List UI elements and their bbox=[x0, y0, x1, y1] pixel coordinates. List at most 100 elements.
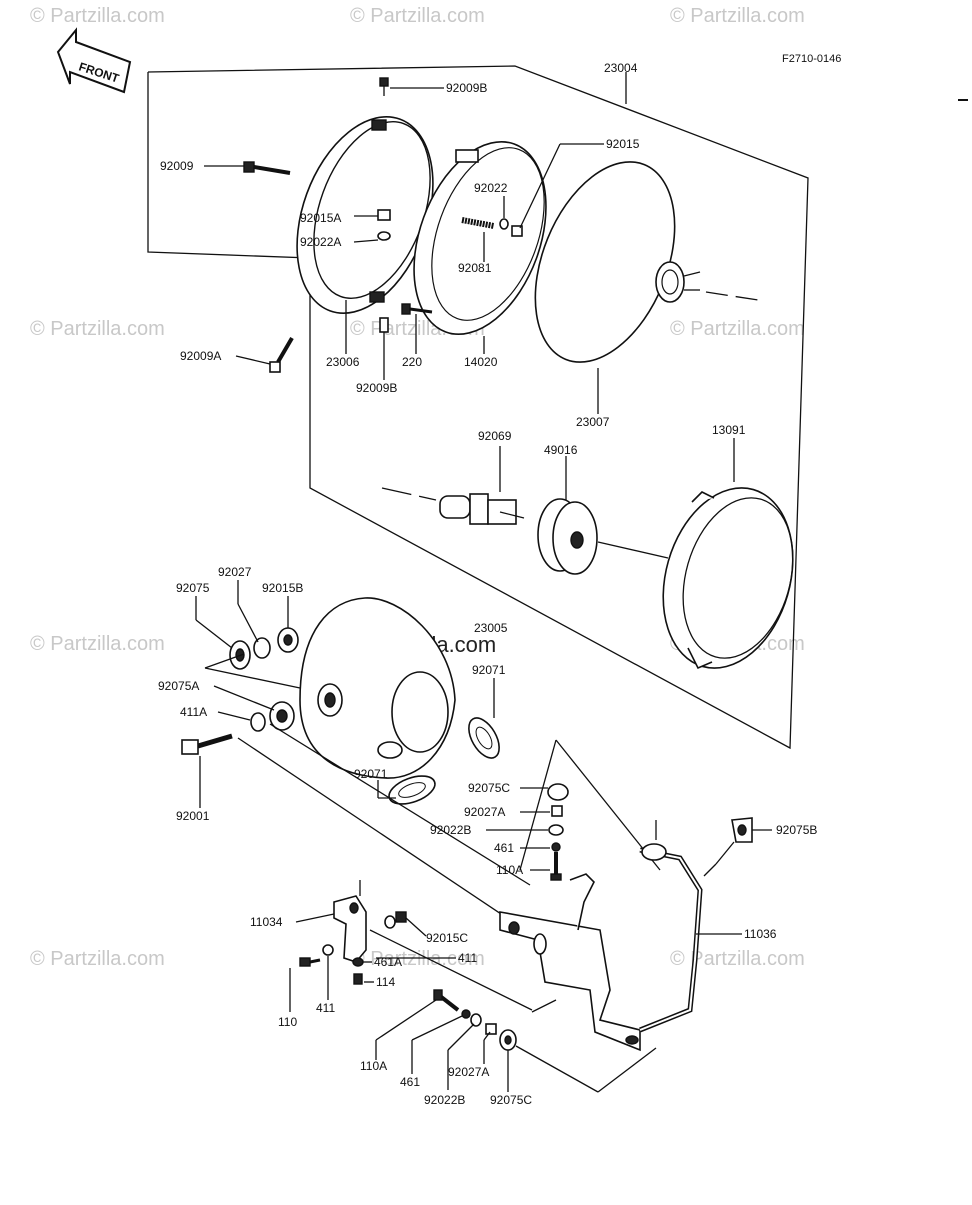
watermark-2: © Partzilla.com bbox=[350, 5, 485, 27]
label-92015: 92015 bbox=[606, 137, 640, 151]
headlight-unit-23007 bbox=[534, 161, 701, 363]
label-92071-a: 92071 bbox=[472, 663, 506, 677]
washer-92022 bbox=[499, 218, 509, 230]
watermark-4: © Partzilla.com bbox=[30, 318, 165, 340]
washer-92075C-b bbox=[499, 1029, 517, 1051]
nut-92015A bbox=[377, 209, 391, 221]
leader-lines bbox=[195, 72, 772, 1092]
label-92081: 92081 bbox=[458, 261, 492, 275]
label-92027: 92027 bbox=[218, 565, 252, 579]
label-110: 110 bbox=[278, 1015, 297, 1029]
washer-92075A bbox=[269, 701, 295, 731]
front-arrow-icon: FRONT bbox=[56, 27, 132, 94]
nut-92015 bbox=[511, 225, 523, 237]
washer-461A bbox=[352, 957, 364, 967]
rim-13091 bbox=[662, 487, 794, 670]
label-92009A: 92009A bbox=[180, 349, 221, 363]
label-92075A: 92075A bbox=[158, 679, 199, 693]
watermark-7: © Partzilla.com bbox=[30, 633, 165, 655]
label-23005: 23005 bbox=[474, 621, 508, 635]
bracket-11036 bbox=[499, 843, 703, 1052]
screw-114 bbox=[353, 973, 363, 985]
label-92001: 92001 bbox=[176, 809, 210, 823]
collar-92027 bbox=[253, 637, 271, 659]
watermark-1: © Partzilla.com bbox=[30, 5, 165, 27]
watermark-11: © Partzilla.com bbox=[670, 948, 805, 970]
washer-411-b bbox=[322, 944, 334, 956]
washer-411-a bbox=[384, 915, 396, 929]
grommet-92071-a bbox=[468, 717, 500, 759]
label-411-b: 411 bbox=[316, 1001, 335, 1015]
grommet-92071-b bbox=[388, 775, 436, 805]
label-92027A-a: 92027A bbox=[464, 805, 505, 819]
label-92009: 92009 bbox=[160, 159, 194, 173]
label-92022B-a: 92022B bbox=[430, 823, 471, 837]
socket-cover-49016 bbox=[537, 498, 598, 575]
label-23006: 23006 bbox=[326, 355, 360, 369]
label-23004: 23004 bbox=[604, 61, 638, 75]
collar-92027A-a bbox=[551, 805, 563, 817]
label-92022: 92022 bbox=[474, 181, 508, 195]
assembly-outline bbox=[147, 65, 809, 750]
watermark-10: © Partzilla.com bbox=[350, 948, 485, 970]
label-23007: 23007 bbox=[576, 415, 610, 429]
figure-code: F2710-0146 bbox=[782, 53, 841, 65]
watermark-9: © Partzilla.com bbox=[30, 948, 165, 970]
plate-92075B bbox=[731, 817, 753, 843]
spring-92081 bbox=[461, 217, 495, 229]
screw-92009 bbox=[243, 161, 291, 175]
label-92075C-b: 92075C bbox=[490, 1093, 532, 1107]
rim-23006 bbox=[296, 116, 434, 314]
label-92009B-low: 92009B bbox=[356, 381, 397, 395]
screw-220 bbox=[401, 303, 433, 315]
washer-461-b bbox=[461, 1009, 471, 1019]
label-110A-a: 110A bbox=[496, 863, 523, 877]
bulb-92069 bbox=[439, 493, 525, 525]
bolt-92001 bbox=[181, 733, 233, 755]
label-461-a: 461 bbox=[494, 841, 514, 855]
screw-92009A bbox=[269, 336, 294, 373]
label-92022A: 92022A bbox=[300, 235, 341, 249]
watermark-6: © Partzilla.com bbox=[670, 318, 805, 340]
label-49016: 49016 bbox=[544, 443, 578, 457]
label-14020: 14020 bbox=[464, 355, 498, 369]
nut-92015C bbox=[395, 911, 407, 923]
label-92009B-top: 92009B bbox=[446, 81, 487, 95]
bolt-110 bbox=[299, 957, 321, 967]
label-220: 220 bbox=[402, 355, 422, 369]
washer-411A bbox=[250, 712, 266, 732]
nut-92015B bbox=[277, 627, 299, 653]
label-411-a: 411 bbox=[458, 951, 477, 965]
label-11034: 11034 bbox=[250, 915, 283, 929]
label-92075C-a: 92075C bbox=[468, 781, 510, 795]
label-114: 114 bbox=[376, 975, 395, 989]
label-461-b: 461 bbox=[400, 1075, 420, 1089]
label-411A: 411A bbox=[180, 705, 207, 719]
bolt-110A-b bbox=[433, 989, 460, 1012]
label-92075B: 92075B bbox=[776, 823, 817, 837]
washer-92022B-b bbox=[470, 1013, 482, 1027]
collar-92027A-b bbox=[485, 1023, 497, 1035]
housing-14020 bbox=[413, 141, 547, 335]
label-92015C: 92015C bbox=[426, 931, 468, 945]
label-92069: 92069 bbox=[478, 429, 512, 443]
label-461A: 461A bbox=[374, 955, 402, 969]
watermark-3: © Partzilla.com bbox=[670, 5, 805, 27]
label-11036: 11036 bbox=[744, 927, 777, 941]
label-13091: 13091 bbox=[712, 423, 746, 437]
washer-92022B-a bbox=[548, 824, 564, 836]
washer-92075C-a bbox=[547, 783, 569, 801]
washer-461-a bbox=[551, 842, 561, 852]
bracket-11034 bbox=[333, 895, 367, 963]
bolt-92009B-low bbox=[379, 317, 389, 333]
label-110A-b: 110A bbox=[360, 1059, 387, 1073]
label-92071-b: 92071 bbox=[354, 767, 388, 781]
shell-23005 bbox=[299, 597, 456, 779]
bolt-92009B-top bbox=[379, 77, 389, 96]
bolt-110A-a bbox=[550, 852, 562, 881]
part-labels: 23004 92009B 92015 92009 92022 92015A 92… bbox=[158, 61, 817, 1107]
label-92022B-b: 92022B bbox=[424, 1093, 465, 1107]
label-92027A-b: 92027A bbox=[448, 1065, 489, 1079]
